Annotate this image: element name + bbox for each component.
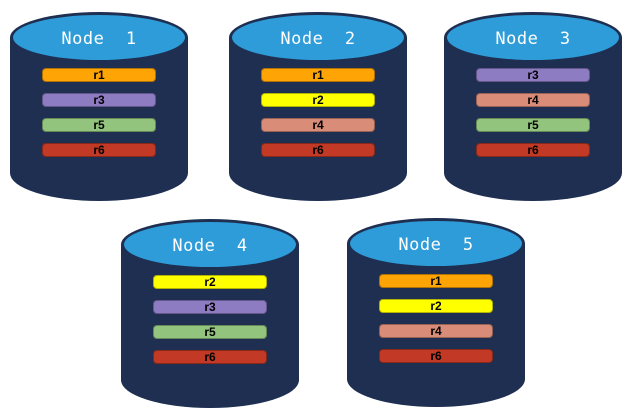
replica-bar-r6: r6: [476, 143, 590, 157]
node-cylinder-2: Node 2 r1 r2 r4 r6: [229, 12, 407, 201]
replica-bar-r3: r3: [153, 300, 267, 314]
replica-bar-list: r1 r3 r5 r6: [10, 68, 188, 157]
cylinder-top-ellipse: [347, 218, 525, 269]
replica-bar-r2: r2: [261, 93, 375, 107]
replica-bar-list: r3 r4 r5 r6: [444, 68, 622, 157]
node-cylinder-3: Node 3 r3 r4 r5 r6: [444, 12, 622, 201]
node-label: Node 1: [61, 29, 137, 49]
replica-bar-r4: r4: [261, 118, 375, 132]
replica-bar-r3: r3: [476, 68, 590, 82]
replica-bar-r3: r3: [42, 93, 156, 107]
cylinder-top-ellipse: [444, 12, 622, 63]
replica-bar-r1: r1: [379, 274, 493, 288]
cylinder-top-ellipse: [229, 12, 407, 63]
replica-bar-r1: r1: [42, 68, 156, 82]
replica-bar-r6: r6: [42, 143, 156, 157]
replica-bar-r4: r4: [379, 324, 493, 338]
replica-bar-r2: r2: [153, 275, 267, 289]
replica-bar-r5: r5: [476, 118, 590, 132]
replica-bar-r4: r4: [476, 93, 590, 107]
node-label: Node 4: [172, 236, 248, 256]
replica-bar-r1: r1: [261, 68, 375, 82]
replica-bar-r6: r6: [153, 350, 267, 364]
replica-bar-r6: r6: [379, 349, 493, 363]
node-label: Node 2: [280, 29, 356, 49]
cylinder-top-ellipse: [121, 219, 299, 270]
replica-bar-r5: r5: [42, 118, 156, 132]
node-label: Node 5: [398, 235, 474, 255]
node-cylinder-1: Node 1 r1 r3 r5 r6: [10, 12, 188, 201]
replica-bar-r6: r6: [261, 143, 375, 157]
node-label: Node 3: [495, 29, 571, 49]
replica-bar-r2: r2: [379, 299, 493, 313]
replica-bar-list: r1 r2 r4 r6: [229, 68, 407, 157]
cylinder-top-ellipse: [10, 12, 188, 63]
node-cylinder-5: Node 5 r1 r2 r4 r6: [347, 218, 525, 407]
node-cylinder-4: Node 4 r2 r3 r5 r6: [121, 219, 299, 408]
replica-bar-r5: r5: [153, 325, 267, 339]
replica-bar-list: r2 r3 r5 r6: [121, 275, 299, 364]
replica-bar-list: r1 r2 r4 r6: [347, 274, 525, 363]
